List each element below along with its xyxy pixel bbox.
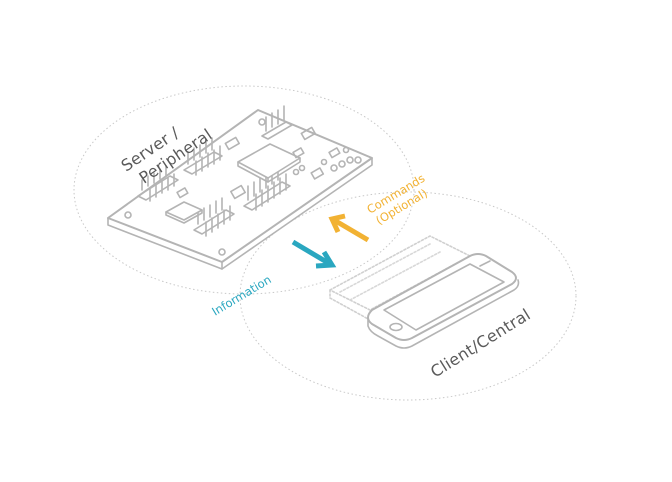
pin-header-top <box>261 105 293 140</box>
pin-header-left <box>137 165 179 202</box>
pin-header-bottom <box>193 197 235 237</box>
circuit-board-icon <box>107 105 373 270</box>
chip-main <box>237 143 301 183</box>
server-region-ellipse <box>73 85 415 295</box>
smartphone-icon <box>329 235 520 349</box>
chip-small <box>165 201 203 224</box>
client-region-ellipse <box>239 191 577 401</box>
pin-header-middle <box>183 137 223 176</box>
commands-label: Commands (Optional) <box>364 169 437 228</box>
information-arrow-icon <box>291 239 337 269</box>
commands-arrow-icon <box>328 213 370 243</box>
